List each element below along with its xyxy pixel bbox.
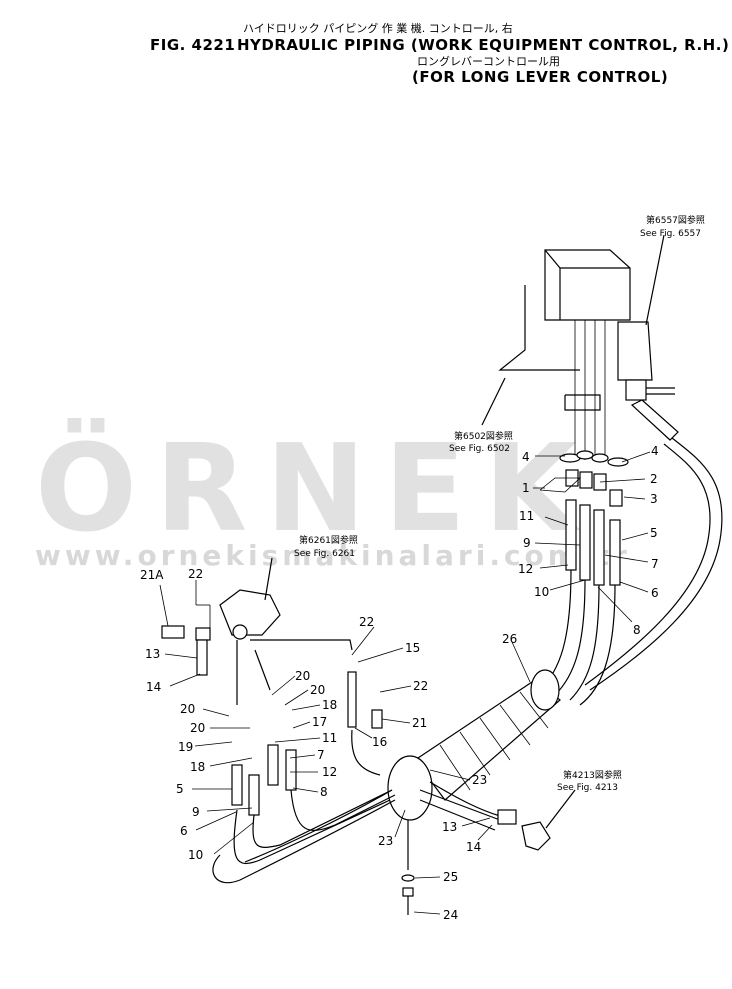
callout-5-left: 5: [176, 782, 184, 796]
callout-23-left: 23: [378, 834, 393, 848]
left-assembly: [161, 589, 396, 865]
ref-6502-jp: 第6502図参照: [454, 430, 513, 442]
ref-4213-en: See Fig. 4213: [557, 783, 618, 793]
callout-26: 26: [502, 632, 517, 646]
callout-12-right: 12: [518, 562, 533, 576]
lower-hose: [429, 781, 551, 851]
ref-6261-en: See Fig. 6261: [294, 549, 355, 559]
callout-21: 21: [412, 716, 427, 730]
ref-4213-jp: 第4213図参照: [563, 769, 622, 781]
bolt-and-washer: [401, 820, 415, 915]
reference-leaders: [264, 234, 665, 829]
watermark-logo: ÖRNEK: [35, 419, 595, 559]
page-title: HYDRAULIC PIPING (WORK EQUIPMENT CONTROL…: [237, 36, 730, 54]
japanese-title: ハイドロリック パイピング 作 業 機. コントロール, 右: [243, 22, 513, 35]
callout-24: 24: [443, 908, 458, 922]
callout-6-right: 6: [651, 586, 659, 600]
callout-leaders: [159, 451, 651, 915]
figure-number: FIG. 4221: [150, 36, 236, 54]
callout-10-left: 10: [188, 848, 203, 862]
callout-1: 1: [522, 481, 530, 495]
callout-2: 2: [650, 472, 658, 486]
callout-14-bottom: 14: [466, 840, 481, 854]
ref-6261-jp: 第6261図参照: [299, 534, 358, 546]
callout-25: 25: [443, 870, 458, 884]
callout-7-left: 7: [317, 748, 325, 762]
right-hoses: [539, 437, 723, 706]
callout-18-bottom: 18: [190, 760, 205, 774]
callout-11-right: 11: [519, 509, 534, 523]
ref-6557-jp: 第6557図参照: [646, 214, 705, 226]
callout-14-left: 14: [146, 680, 161, 694]
japanese-subtitle: ロングレバーコントロール用: [417, 55, 560, 68]
callout-20c: 20: [180, 702, 195, 716]
callout-7-right: 7: [651, 557, 659, 571]
right-fittings: [539, 450, 629, 507]
callout-numbers: 4 4 2 1 3 11 5 9 7 12 6 10 8 26 21A 22 1…: [140, 444, 659, 922]
callout-22-top: 22: [188, 567, 203, 581]
watermark-url: www.ornekismakinalari.com.tr: [35, 539, 631, 572]
spiral-wrap-bundle: [212, 669, 561, 884]
callout-3: 3: [650, 492, 658, 506]
callout-20a: 20: [295, 669, 310, 683]
callout-22-right: 22: [413, 679, 428, 693]
ref-6557-en: See Fig. 6557: [640, 229, 701, 239]
callout-19: 19: [178, 740, 193, 754]
callout-15: 15: [405, 641, 420, 655]
callout-12-left: 12: [322, 765, 337, 779]
watermark: ÖRNEK www.ornekismakinalari.com.tr: [35, 419, 631, 572]
control-valve-assembly: [498, 249, 679, 460]
callout-10-right: 10: [534, 585, 549, 599]
callout-20d: 20: [190, 721, 205, 735]
callout-6-left: 6: [180, 824, 188, 838]
callout-18-top: 18: [322, 698, 337, 712]
callout-13-left: 13: [145, 647, 160, 661]
callout-20b: 20: [310, 683, 325, 697]
ref-6502-en: See Fig. 6502: [449, 444, 510, 454]
reference-labels: 第6557図参照 See Fig. 6557 第6502図参照 See Fig.…: [294, 214, 705, 793]
callout-4b: 4: [651, 444, 659, 458]
callout-13-bottom: 13: [442, 820, 457, 834]
callout-4a: 4: [522, 450, 530, 464]
callout-22-mid: 22: [359, 615, 374, 629]
callout-21A: 21A: [140, 568, 164, 582]
callout-8-left: 8: [320, 785, 328, 799]
callout-23-right: 23: [472, 773, 487, 787]
callout-16: 16: [372, 735, 387, 749]
callout-11-left: 11: [322, 731, 337, 745]
callout-9-right: 9: [523, 536, 531, 550]
callout-9-left: 9: [192, 805, 200, 819]
callout-5-right: 5: [650, 526, 658, 540]
page-subtitle: (FOR LONG LEVER CONTROL): [412, 68, 669, 86]
callout-8-right: 8: [633, 623, 641, 637]
callout-17: 17: [312, 715, 327, 729]
